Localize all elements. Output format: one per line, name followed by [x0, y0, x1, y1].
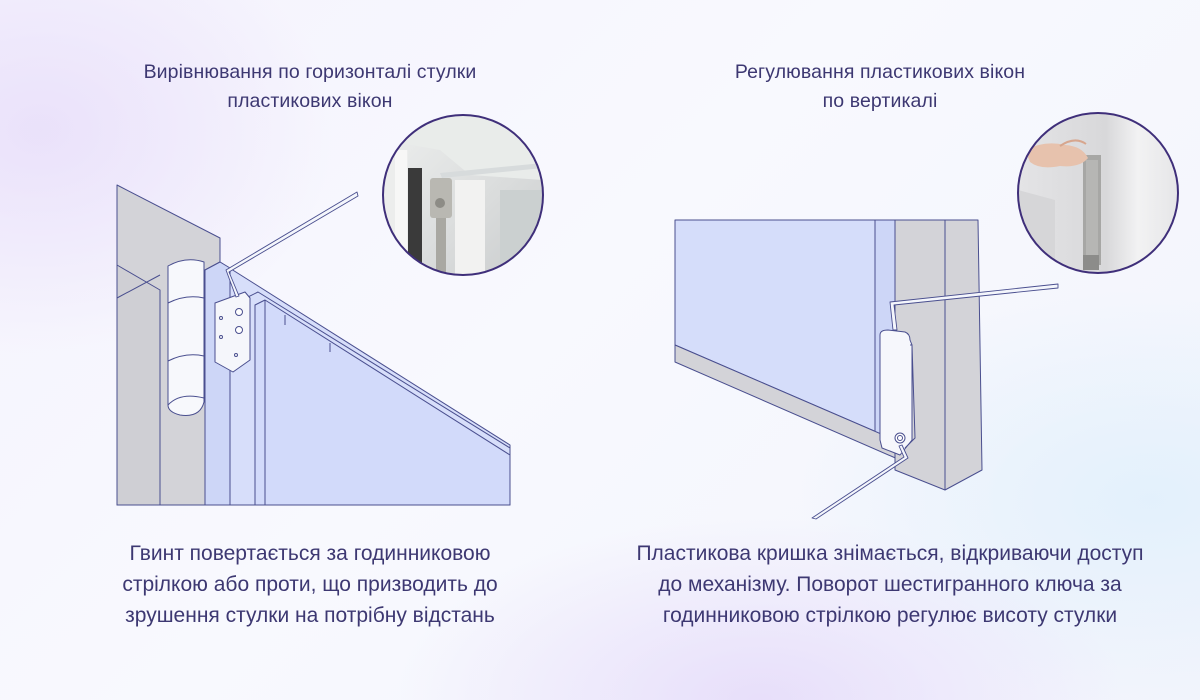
glass-pane	[254, 299, 511, 506]
left-title-line-1: Вирівнювання по горизонталі стулки	[143, 61, 477, 83]
left-description-line-1: Гвинт повертається за годинниковою	[129, 542, 491, 565]
hinge-cover	[879, 329, 913, 456]
left-description: Гвинт повертається за годинниковою стріл…	[60, 538, 560, 631]
left-description-line-3: зрушення стулки на потрібну відстань	[125, 604, 495, 627]
frame-reveal	[116, 264, 161, 506]
hinge-barrel	[167, 259, 205, 416]
right-inset-border	[1017, 112, 1179, 274]
left-title-line-2: пластикових вікон	[227, 90, 393, 112]
left-title: Вирівнювання по горизонталі стулки пласт…	[60, 58, 560, 116]
right-title: Регулювання пластикових вікон по вертика…	[630, 58, 1130, 116]
right-description-line-3: годинниковою стрілкою регулює висоту сту…	[662, 604, 1118, 627]
left-inset-border	[382, 114, 544, 276]
right-description-line-2: до механізму. Поворот шестигранного ключ…	[658, 573, 1122, 596]
left-inset-photo	[382, 114, 544, 276]
hinge-plate	[214, 291, 251, 373]
right-title-line-2: по вертикалі	[822, 90, 938, 112]
right-title-line-1: Регулювання пластикових вікон	[734, 61, 1026, 83]
hex-key-top	[889, 283, 1059, 331]
right-illustration	[674, 219, 1059, 520]
right-description: Пластикова кришка знімається, відкриваюч…	[590, 538, 1190, 631]
right-inset-photo	[1017, 112, 1179, 274]
left-description-line-2: стрілкою або проти, що призводить до	[122, 573, 498, 596]
hex-key-bottom	[811, 444, 909, 520]
left-illustration	[116, 184, 511, 506]
right-description-line-1: Пластикова кришка знімається, відкриваюч…	[636, 542, 1144, 565]
hex-key	[225, 191, 359, 298]
